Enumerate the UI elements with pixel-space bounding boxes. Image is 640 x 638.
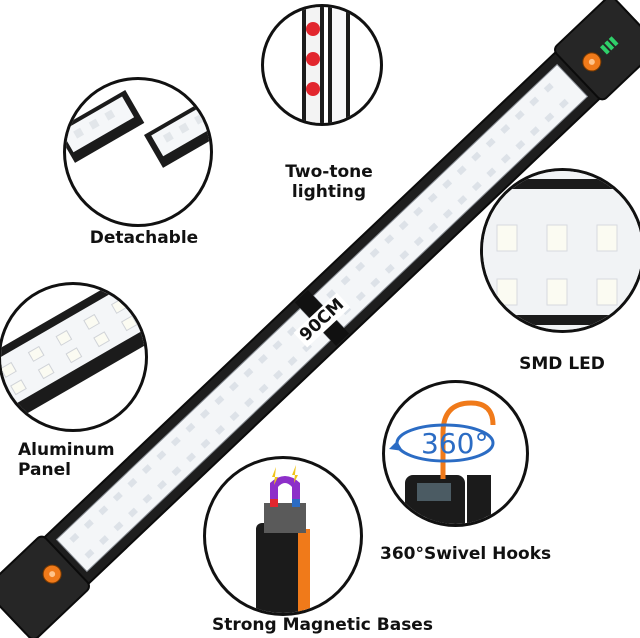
two-tone-label: Two-tone lighting <box>285 162 373 202</box>
magnetic-base-detail-circle <box>203 456 363 616</box>
swivel-hook-detail-circle: 360° <box>382 380 529 527</box>
end-cap-left <box>0 535 90 638</box>
smd-led-detail-circle <box>480 168 640 333</box>
detachable-detail-circle <box>63 77 213 227</box>
two-tone-detail-circle <box>261 4 383 126</box>
swivel-label: 360°Swivel Hooks <box>380 544 552 564</box>
battery-indicator <box>600 36 619 55</box>
aluminum-detail-circle <box>0 282 148 432</box>
smd-led-label: SMD LED <box>519 354 605 374</box>
rotation-text: 360° <box>421 427 489 460</box>
aluminum-label: Aluminum Panel <box>18 440 115 480</box>
detachable-label: Detachable <box>89 228 199 248</box>
magnetic-label: Strong Magnetic Bases <box>212 615 433 635</box>
